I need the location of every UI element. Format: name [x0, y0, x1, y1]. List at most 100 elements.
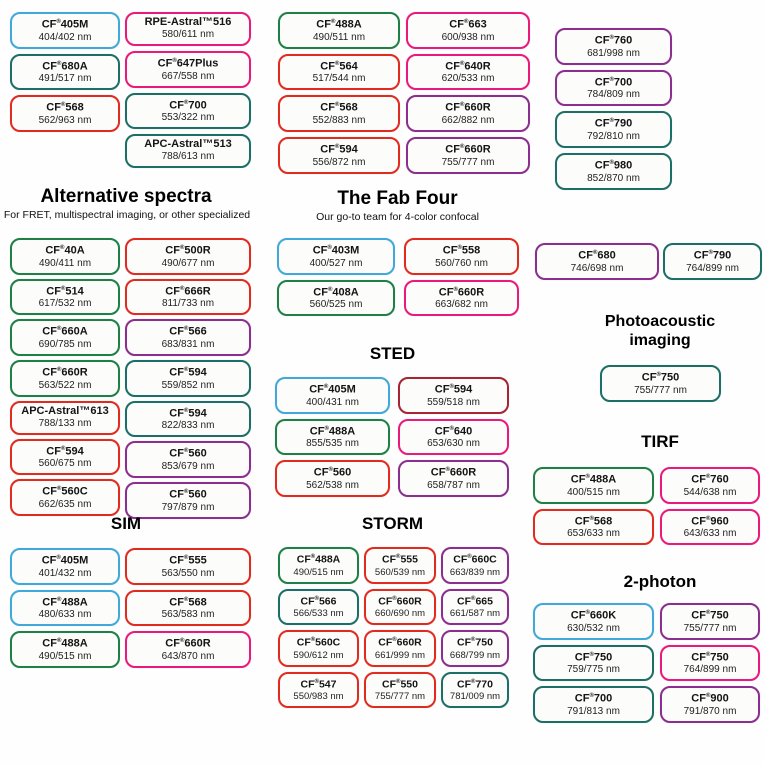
dye-name: CF®488A [42, 637, 88, 650]
dye-name: CF®488A [570, 473, 617, 486]
dye-wavelengths: 663/839 nm [449, 566, 501, 578]
dye-name: CF®514 [46, 285, 84, 298]
fab-four-subtitle: Our go-to team for 4-color confocal [316, 211, 479, 223]
alternative-spectra-subtitle: For FRET, multispectral imaging, or othe… [3, 209, 251, 221]
dye-name: CF®660C [453, 553, 497, 566]
dye-wavelengths: 490/515 nm [293, 566, 344, 578]
dye-name: CF®547 [300, 678, 337, 690]
dye-name: CF®500R [165, 244, 211, 257]
dye-name: CF®750 [574, 651, 613, 664]
dye-name: CF®660R [378, 636, 422, 649]
dye-wavelengths: 490/511 nm [312, 31, 366, 43]
dye-name: CF®568 [574, 515, 613, 528]
dye-wavelengths: 662/635 nm [38, 498, 92, 510]
dye-wavelengths: 580/611 nm [161, 29, 215, 40]
dye-wavelengths: 400/431 nm [306, 396, 359, 408]
dye-name: APC-Astral™613 [21, 404, 109, 417]
dye-name: CF®680 [578, 249, 616, 262]
dye-name: CF®665 [457, 595, 493, 607]
dye-wavelengths: 480/633 nm [38, 609, 92, 621]
dye-wavelengths: 755/777 nm [683, 622, 737, 634]
dye-wavelengths: 562/963 nm [38, 114, 92, 126]
dye-name: CF®568 [169, 596, 207, 609]
dye-wavelengths: 552/883 nm [312, 114, 366, 126]
dye-name: CF®700 [574, 692, 613, 705]
dye-name: CF®568 [320, 101, 358, 114]
dye-name: CF®760 [691, 473, 729, 486]
dye-wavelengths: 562/538 nm [306, 479, 359, 491]
dye-name: CF®660A [42, 325, 88, 338]
dye-name: CF®560C [42, 485, 88, 498]
photoacoustic-title: Photoacoustic imaging [604, 313, 716, 350]
dye-name: CF®680A [42, 60, 88, 73]
dye-name: CF®900 [691, 692, 729, 705]
dye-name: CF®660R [165, 637, 211, 650]
dye-wavelengths: 490/677 nm [161, 257, 215, 269]
dye-wavelengths: 792/810 nm [587, 130, 640, 142]
dye-wavelengths: 822/833 nm [161, 420, 215, 432]
tirf-title: TIRF [641, 432, 679, 451]
dye-name: CF®560 [169, 447, 207, 460]
dye-wavelengths: 791/813 nm [567, 705, 620, 717]
dye-name: CF®660R [378, 595, 422, 607]
dye-wavelengths: 764/899 nm [686, 262, 739, 274]
dye-wavelengths: 643/633 nm [683, 528, 737, 540]
dye-wavelengths: 746/698 nm [570, 262, 624, 274]
dye-name: CF®660R [445, 143, 491, 156]
dye-wavelengths: 600/938 nm [441, 31, 495, 43]
dye-wavelengths: 755/777 nm [634, 384, 687, 396]
dye-wavelengths: 643/870 nm [161, 650, 215, 662]
dye-wavelengths: 566/533 nm [293, 608, 344, 619]
dye-wavelengths: 690/785 nm [38, 338, 92, 350]
dye-wavelengths: 784/809 nm [587, 89, 640, 101]
dye-name: CF®660K [570, 609, 617, 622]
dye-name: CF®647Plus [157, 57, 219, 70]
dye-wavelengths: 590/612 nm [293, 649, 344, 661]
dye-name: CF®750 [691, 651, 729, 664]
dye-name: CF®594 [46, 445, 84, 458]
dye-name: CF®555 [169, 554, 207, 567]
dye-name: CF®560C [296, 636, 341, 649]
sim-title: SIM [110, 514, 142, 533]
dye-wavelengths: 667/558 nm [161, 70, 215, 82]
dye-name: CF®700 [594, 76, 633, 89]
